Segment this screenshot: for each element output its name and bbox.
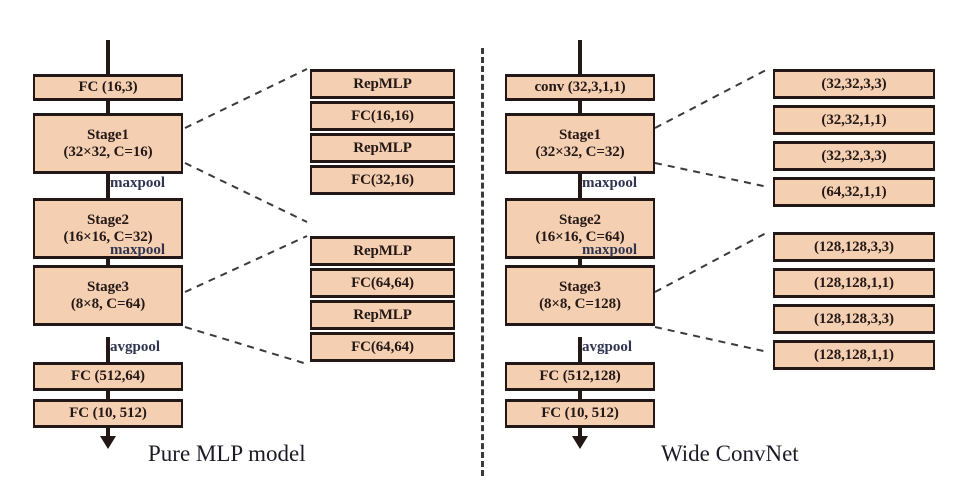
block-label: FC (10, 512) bbox=[69, 405, 147, 422]
detail-label: FC(64,64) bbox=[351, 274, 414, 291]
detail-left-g2-item-1[interactable]: FC(64,64) bbox=[310, 268, 455, 298]
connector-right-stage3-top bbox=[654, 231, 769, 293]
detail-right-g2-item-0[interactable]: (128,128,3,3) bbox=[773, 232, 935, 262]
pool-label-right-3: avgpool bbox=[582, 339, 633, 355]
block-left-stage3[interactable]: Stage3 (8×8, C=64) bbox=[33, 265, 183, 326]
block-right-stage3[interactable]: Stage3 (8×8, C=128) bbox=[505, 265, 655, 326]
flow-line-right-seg2 bbox=[578, 173, 582, 198]
flow-line-left-bottom bbox=[106, 424, 110, 440]
detail-label: (64,32,1,1) bbox=[821, 183, 887, 200]
detail-label: FC(16,16) bbox=[351, 107, 414, 124]
detail-right-g2-item-1[interactable]: (128,128,1,1) bbox=[773, 268, 935, 298]
detail-left-g1-item-1[interactable]: FC(16,16) bbox=[310, 101, 455, 131]
detail-label: (128,128,3,3) bbox=[814, 238, 894, 255]
detail-right-g1-item-0[interactable]: (32,32,3,3) bbox=[773, 69, 935, 99]
detail-left-g1-item-2[interactable]: RepMLP bbox=[310, 133, 455, 163]
connector-right-stage1-top bbox=[654, 68, 769, 129]
caption-right-panel: Wide ConvNet bbox=[661, 441, 799, 466]
detail-label: (32,32,3,3) bbox=[821, 75, 887, 92]
connector-left-stage3-top bbox=[184, 235, 308, 293]
detail-label: RepMLP bbox=[353, 242, 412, 259]
detail-label: FC(64,64) bbox=[351, 338, 414, 355]
detail-right-g1-item-2[interactable]: (32,32,3,3) bbox=[773, 141, 935, 171]
block-left-fc-input[interactable]: FC (16,3) bbox=[33, 74, 183, 101]
block-label: FC (512,128) bbox=[539, 368, 621, 385]
pool-label-left-3: avgpool bbox=[110, 339, 161, 355]
block-label-line1: Stage3 bbox=[87, 278, 129, 295]
detail-label: RepMLP bbox=[353, 306, 412, 323]
flow-line-right-seg5 bbox=[578, 391, 582, 399]
detail-label: (128,128,1,1) bbox=[814, 346, 894, 363]
flow-line-left-seg1 bbox=[106, 100, 110, 114]
pool-label-right-1: maxpool bbox=[582, 175, 638, 191]
flow-line-left-top bbox=[106, 40, 110, 74]
block-label: FC (10, 512) bbox=[541, 405, 619, 422]
caption-left-panel: Pure MLP model bbox=[148, 441, 306, 466]
flow-line-left-seg5 bbox=[106, 391, 110, 399]
detail-label: (128,128,3,3) bbox=[814, 310, 894, 327]
panel-divider bbox=[481, 48, 484, 476]
flow-line-left-seg4 bbox=[106, 337, 110, 362]
detail-label: RepMLP bbox=[353, 75, 412, 92]
connector-left-stage1-bottom bbox=[184, 162, 308, 223]
pool-label-right-2: maxpool bbox=[582, 242, 638, 258]
block-label-line1: Stage1 bbox=[559, 126, 601, 143]
pool-label-left-2: maxpool bbox=[110, 242, 166, 258]
block-right-conv-input[interactable]: conv (32,3,1,1) bbox=[505, 74, 655, 101]
connector-left-stage1-top bbox=[184, 68, 308, 129]
block-label-line1: Stage1 bbox=[87, 126, 129, 143]
detail-right-g1-item-1[interactable]: (32,32,1,1) bbox=[773, 105, 935, 135]
connector-right-stage1-bottom bbox=[654, 162, 769, 188]
flow-line-right-bottom bbox=[578, 424, 582, 440]
detail-right-g2-item-3[interactable]: (128,128,1,1) bbox=[773, 340, 935, 370]
flow-line-left-seg2 bbox=[106, 173, 110, 198]
connector-right-stage3-bottom bbox=[654, 326, 769, 353]
detail-label: RepMLP bbox=[353, 139, 412, 156]
flow-arrowhead-left bbox=[100, 436, 116, 449]
block-label: conv (32,3,1,1) bbox=[534, 79, 626, 96]
block-right-stage1[interactable]: Stage1 (32×32, C=32) bbox=[505, 113, 655, 174]
block-label-line2: (8×8, C=128) bbox=[539, 295, 621, 312]
detail-left-g2-item-0[interactable]: RepMLP bbox=[310, 236, 455, 266]
flow-arrowhead-right bbox=[572, 436, 588, 449]
detail-left-g2-item-2[interactable]: RepMLP bbox=[310, 300, 455, 330]
detail-right-g1-item-3[interactable]: (64,32,1,1) bbox=[773, 177, 935, 207]
detail-label: (32,32,3,3) bbox=[821, 147, 887, 164]
flow-line-right-seg4 bbox=[578, 337, 582, 362]
pool-label-left-1: maxpool bbox=[110, 175, 166, 191]
block-label-line1: Stage2 bbox=[87, 211, 129, 228]
block-label-line2: (16×16, C=64) bbox=[535, 228, 625, 245]
detail-left-g1-item-3[interactable]: FC(32,16) bbox=[310, 165, 455, 195]
block-label-line2: (32×32, C=32) bbox=[535, 143, 625, 160]
detail-left-g2-item-3[interactable]: FC(64,64) bbox=[310, 332, 455, 362]
block-left-fc-10-512[interactable]: FC (10, 512) bbox=[33, 399, 183, 428]
block-label-line1: Stage2 bbox=[559, 211, 601, 228]
block-label-line1: Stage3 bbox=[559, 278, 601, 295]
block-label: FC (16,3) bbox=[78, 79, 138, 96]
detail-left-g1-item-0[interactable]: RepMLP bbox=[310, 69, 455, 99]
block-left-fc-512-64[interactable]: FC (512,64) bbox=[33, 362, 183, 391]
flow-line-right-top bbox=[578, 40, 582, 74]
block-label: FC (512,64) bbox=[71, 368, 145, 385]
block-right-fc-512-128[interactable]: FC (512,128) bbox=[505, 362, 655, 391]
block-right-fc-10-512[interactable]: FC (10, 512) bbox=[505, 399, 655, 428]
detail-right-g2-item-2[interactable]: (128,128,3,3) bbox=[773, 304, 935, 334]
block-right-stage2[interactable]: Stage2 (16×16, C=64) bbox=[505, 198, 655, 259]
detail-label: (128,128,1,1) bbox=[814, 274, 894, 291]
block-label-line2: (16×16, C=32) bbox=[63, 228, 153, 245]
flow-line-right-seg1 bbox=[578, 100, 582, 114]
block-left-stage2[interactable]: Stage2 (16×16, C=32) bbox=[33, 198, 183, 259]
block-label-line2: (8×8, C=64) bbox=[70, 295, 146, 312]
block-label-line2: (32×32, C=16) bbox=[63, 143, 153, 160]
connector-left-stage3-bottom bbox=[184, 326, 308, 365]
detail-label: FC(32,16) bbox=[351, 171, 414, 188]
detail-label: (32,32,1,1) bbox=[821, 111, 887, 128]
block-left-stage1[interactable]: Stage1 (32×32, C=16) bbox=[33, 113, 183, 174]
